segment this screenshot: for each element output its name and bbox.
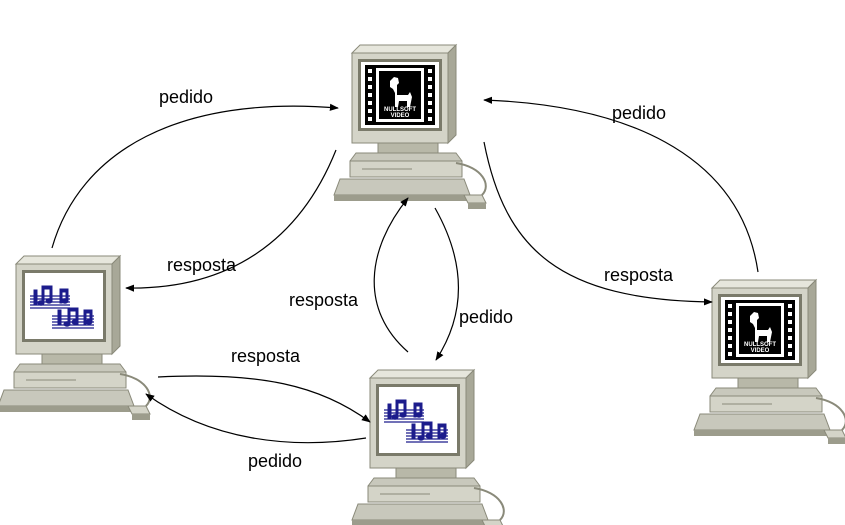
arrow-top-to-left-resposta bbox=[125, 149, 337, 292]
edge-label-pedido: pedido bbox=[159, 87, 214, 107]
server-right-computer: NULLSOFT VIDEO bbox=[693, 279, 845, 445]
client-bottom-computer bbox=[351, 369, 505, 525]
video-logo-line1: NULLSOFT bbox=[384, 107, 416, 113]
video-logo-line1: NULLSOFT bbox=[744, 342, 776, 348]
video-logo-line2: VIDEO bbox=[751, 348, 770, 354]
server-top-computer: NULLSOFT VIDEO bbox=[333, 44, 487, 210]
edge-label-resposta: resposta bbox=[231, 346, 301, 366]
edge-label-pedido: pedido bbox=[459, 307, 514, 327]
edge-label-resposta: resposta bbox=[167, 255, 237, 275]
arrow-bottom-to-top-resposta bbox=[373, 197, 409, 353]
video-logo-line2: VIDEO bbox=[391, 113, 410, 119]
edge-label-resposta: resposta bbox=[604, 265, 674, 285]
edge-label-pedido: pedido bbox=[248, 451, 303, 471]
arrow-top-to-right-resposta bbox=[483, 141, 713, 306]
arrow-left-to-top-pedido bbox=[51, 103, 339, 249]
client-left-computer bbox=[0, 255, 151, 421]
arrow-top-to-bottom-pedido bbox=[434, 207, 459, 361]
arrow-bottom-to-left-pedido bbox=[145, 393, 367, 444]
arrow-left-to-bottom-resposta bbox=[157, 375, 371, 423]
edge-label-pedido: pedido bbox=[612, 103, 667, 123]
edge-label-resposta: resposta bbox=[289, 290, 359, 310]
arrow-right-to-top-pedido bbox=[483, 96, 759, 273]
